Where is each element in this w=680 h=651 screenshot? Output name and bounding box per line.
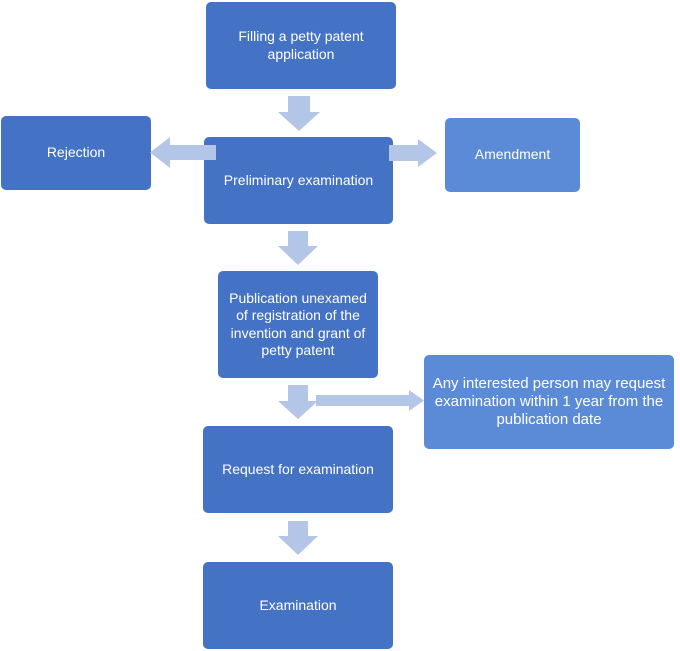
publication-box: Publication unexamed of registration of … — [218, 271, 378, 378]
publication-label: Publication unexamed of registration of … — [229, 290, 367, 358]
preliminary-examination-label: Preliminary examination — [223, 171, 374, 188]
interested-person-label: Any interested person may request examin… — [432, 374, 666, 429]
examination-box: Examination — [203, 562, 393, 649]
rejection-label: Rejection — [46, 144, 106, 161]
request-for-examination-label: Request for examination — [222, 460, 374, 477]
filing-label: Filling a petty patent application — [238, 28, 364, 62]
amendment-box: Amendment — [445, 118, 580, 192]
preliminary-examination-box: Preliminary examination — [204, 137, 393, 224]
request-for-examination-box: Request for examination — [203, 426, 393, 513]
amendment-label: Amendment — [474, 146, 551, 163]
interested-person-box: Any interested person may request examin… — [424, 355, 674, 449]
examination-label: Examination — [259, 596, 337, 613]
filing-box: Filling a petty patent application — [206, 2, 396, 89]
rejection-box: Rejection — [1, 116, 151, 190]
